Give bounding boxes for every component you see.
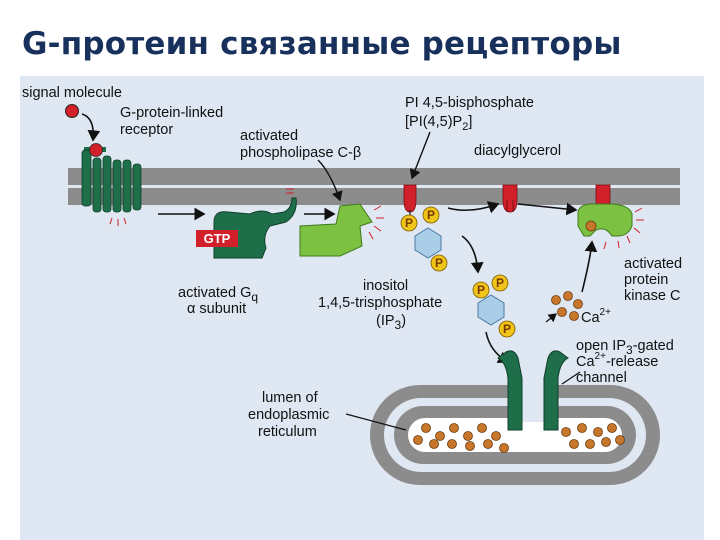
pointer-channel (561, 371, 581, 385)
svg-text:P: P (427, 208, 435, 222)
pip2-icon: P P P (400, 184, 448, 272)
svg-text:P: P (435, 256, 443, 270)
arrow-dag-to-pkc (517, 202, 578, 216)
arrow-pip2-to-ip3 (461, 235, 484, 274)
label-receptor-line2: receptor (120, 122, 173, 138)
protein-kinase-c-icon (577, 184, 644, 250)
label-ip3-line3: (IP3) (376, 313, 406, 332)
pointer-er (345, 413, 407, 431)
label-pkc-line2: protein (624, 272, 668, 288)
label-ip3-line2: 1,4,5-trisphosphate (318, 295, 442, 311)
label-pkc-line3: kinase C (624, 288, 680, 304)
gq-alpha-subunit-icon: GTP (196, 188, 297, 259)
diacylglycerol-icon (502, 184, 518, 213)
er-calcium-ions (413, 423, 625, 453)
gtp-label: GTP (204, 231, 231, 246)
svg-text:P: P (405, 216, 413, 230)
phospholipase-c-icon (299, 203, 384, 257)
label-channel-line1: open IP3-gated (576, 338, 674, 357)
receptor-icon (81, 143, 142, 226)
arrow-signal-to-receptor (81, 113, 101, 142)
label-signal-molecule: signal molecule (22, 85, 122, 101)
label-channel-line2: Ca2+-release (576, 351, 658, 370)
label-er-line3: reticulum (258, 424, 317, 440)
pointer-pip2 (409, 131, 431, 180)
arrow-ca-to-pkc (581, 240, 598, 293)
label-plc-line1: activated (240, 128, 298, 144)
arrow-pip2-to-dag (447, 201, 500, 214)
pointer-ca (545, 313, 557, 323)
svg-text:P: P (496, 276, 504, 290)
ip3-gated-channel-icon (497, 350, 569, 431)
label-receptor-line1: G-protein-linked (120, 105, 223, 121)
slide-title: G-протеин связанные рецепторы (22, 26, 622, 62)
label-ip3-line1: inositol (363, 278, 408, 294)
label-pkc-line1: activated (624, 256, 682, 272)
plasma-membrane (68, 168, 680, 205)
label-er-line2: endoplasmic (248, 407, 329, 423)
ip3-icon: P P P (472, 274, 516, 338)
gtp-badge (196, 230, 238, 247)
signal-molecule-icon (65, 104, 79, 118)
label-ca-ion: Ca2+ (581, 307, 611, 326)
label-diacylglycerol: diacylglycerol (474, 143, 561, 159)
label-er-line1: lumen of (262, 390, 319, 406)
cytosol-calcium-ions (551, 291, 583, 321)
label-channel-line3: channel (576, 370, 627, 386)
svg-text:P: P (477, 283, 485, 297)
label-pip2-line2: [PI(4,5)P2] (405, 114, 472, 133)
endoplasmic-reticulum (370, 384, 660, 485)
pointer-plc (317, 159, 343, 202)
label-pip2-line1: PI 4,5-bisphosphate (405, 95, 534, 111)
label-gq-line2: α subunit (187, 301, 246, 317)
svg-text:P: P (503, 322, 511, 336)
label-plc-line2: phospholipase C-β (240, 145, 361, 161)
label-gq-line1: activated Gq (178, 285, 258, 304)
